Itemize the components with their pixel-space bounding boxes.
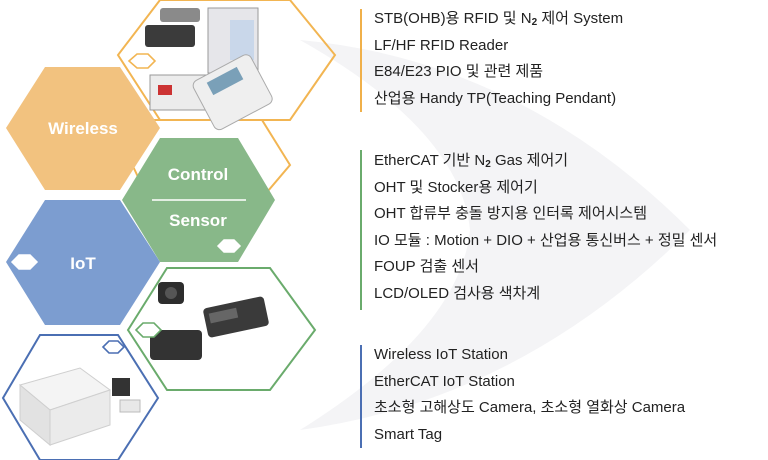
reader-cable-device: [160, 8, 200, 22]
list-item: E84/E23 PIO 및 관련 제품: [374, 63, 544, 80]
list-item: LCD/OLED 검사용 색차계: [374, 284, 541, 302]
list-item: 초소형 고해상도 Camera, 초소형 열화상 Camera: [374, 399, 686, 416]
control-product-list: EtherCAT 기반 N2 Gas 제어기 OHT 및 Stocker용 제어…: [374, 148, 717, 307]
control-label: Control: [168, 165, 228, 184]
list-item: FOUP 검출 센서: [374, 258, 479, 275]
hex-marker: [10, 254, 39, 270]
rfid-product-list: STB(OHB)용 RFID 및 N2 제어 System LF/HF RFID…: [374, 6, 623, 112]
rfid-reader-device: [145, 25, 195, 47]
mini-camera-device: [112, 378, 130, 396]
list-item: Smart Tag: [374, 425, 443, 443]
list-item: EtherCAT 기반 N2 Gas 제어기: [374, 152, 569, 170]
background-swoosh: [300, 40, 690, 430]
list-item: STB(OHB)용 RFID 및 N2 제어 System: [374, 10, 624, 28]
io-module-device: [150, 330, 202, 360]
list-item: OHT 합류부 충돌 방지용 인터록 제어시스템: [374, 205, 648, 222]
list-item: LF/HF RFID Reader: [374, 36, 509, 54]
sensor-label: Sensor: [169, 211, 227, 230]
iot-product-list: Wireless IoT Station EtherCAT IoT Statio…: [374, 342, 685, 448]
rfid-group-bar: [360, 9, 362, 112]
product-photo-hex-control: [126, 267, 317, 391]
teaching-pendant-device: [192, 54, 273, 131]
iot-label: IoT: [70, 254, 96, 273]
iot-group-bar: [360, 345, 362, 448]
list-item: EtherCAT IoT Station: [374, 372, 515, 390]
control-group-bar: [360, 150, 362, 310]
list-item: OHT 및 Stocker용 제어기: [374, 178, 538, 196]
hex-marker: [216, 239, 242, 253]
wireless-hexagon: Wireless: [6, 67, 160, 190]
list-item: IO 모듈 : Motion + DIO + 산업용 통신버스 + 정밀 센서: [374, 231, 718, 249]
smart-tag-device: [119, 399, 141, 413]
hex-marker: [127, 53, 157, 69]
product-photo-hex-iot: [1, 334, 160, 460]
hex-marker: [101, 340, 126, 354]
list-item: 산업용 Handy TP(Teaching Pendant): [374, 89, 617, 107]
hex-marker: [134, 322, 163, 338]
iot-hexagon: IoT: [6, 200, 160, 325]
control-sensor-hexagon: Control Sensor: [122, 138, 275, 262]
wireless-label: Wireless: [48, 119, 118, 138]
product-photo-hex-rfid: [116, 0, 337, 199]
list-item: Wireless IoT Station: [374, 346, 508, 363]
